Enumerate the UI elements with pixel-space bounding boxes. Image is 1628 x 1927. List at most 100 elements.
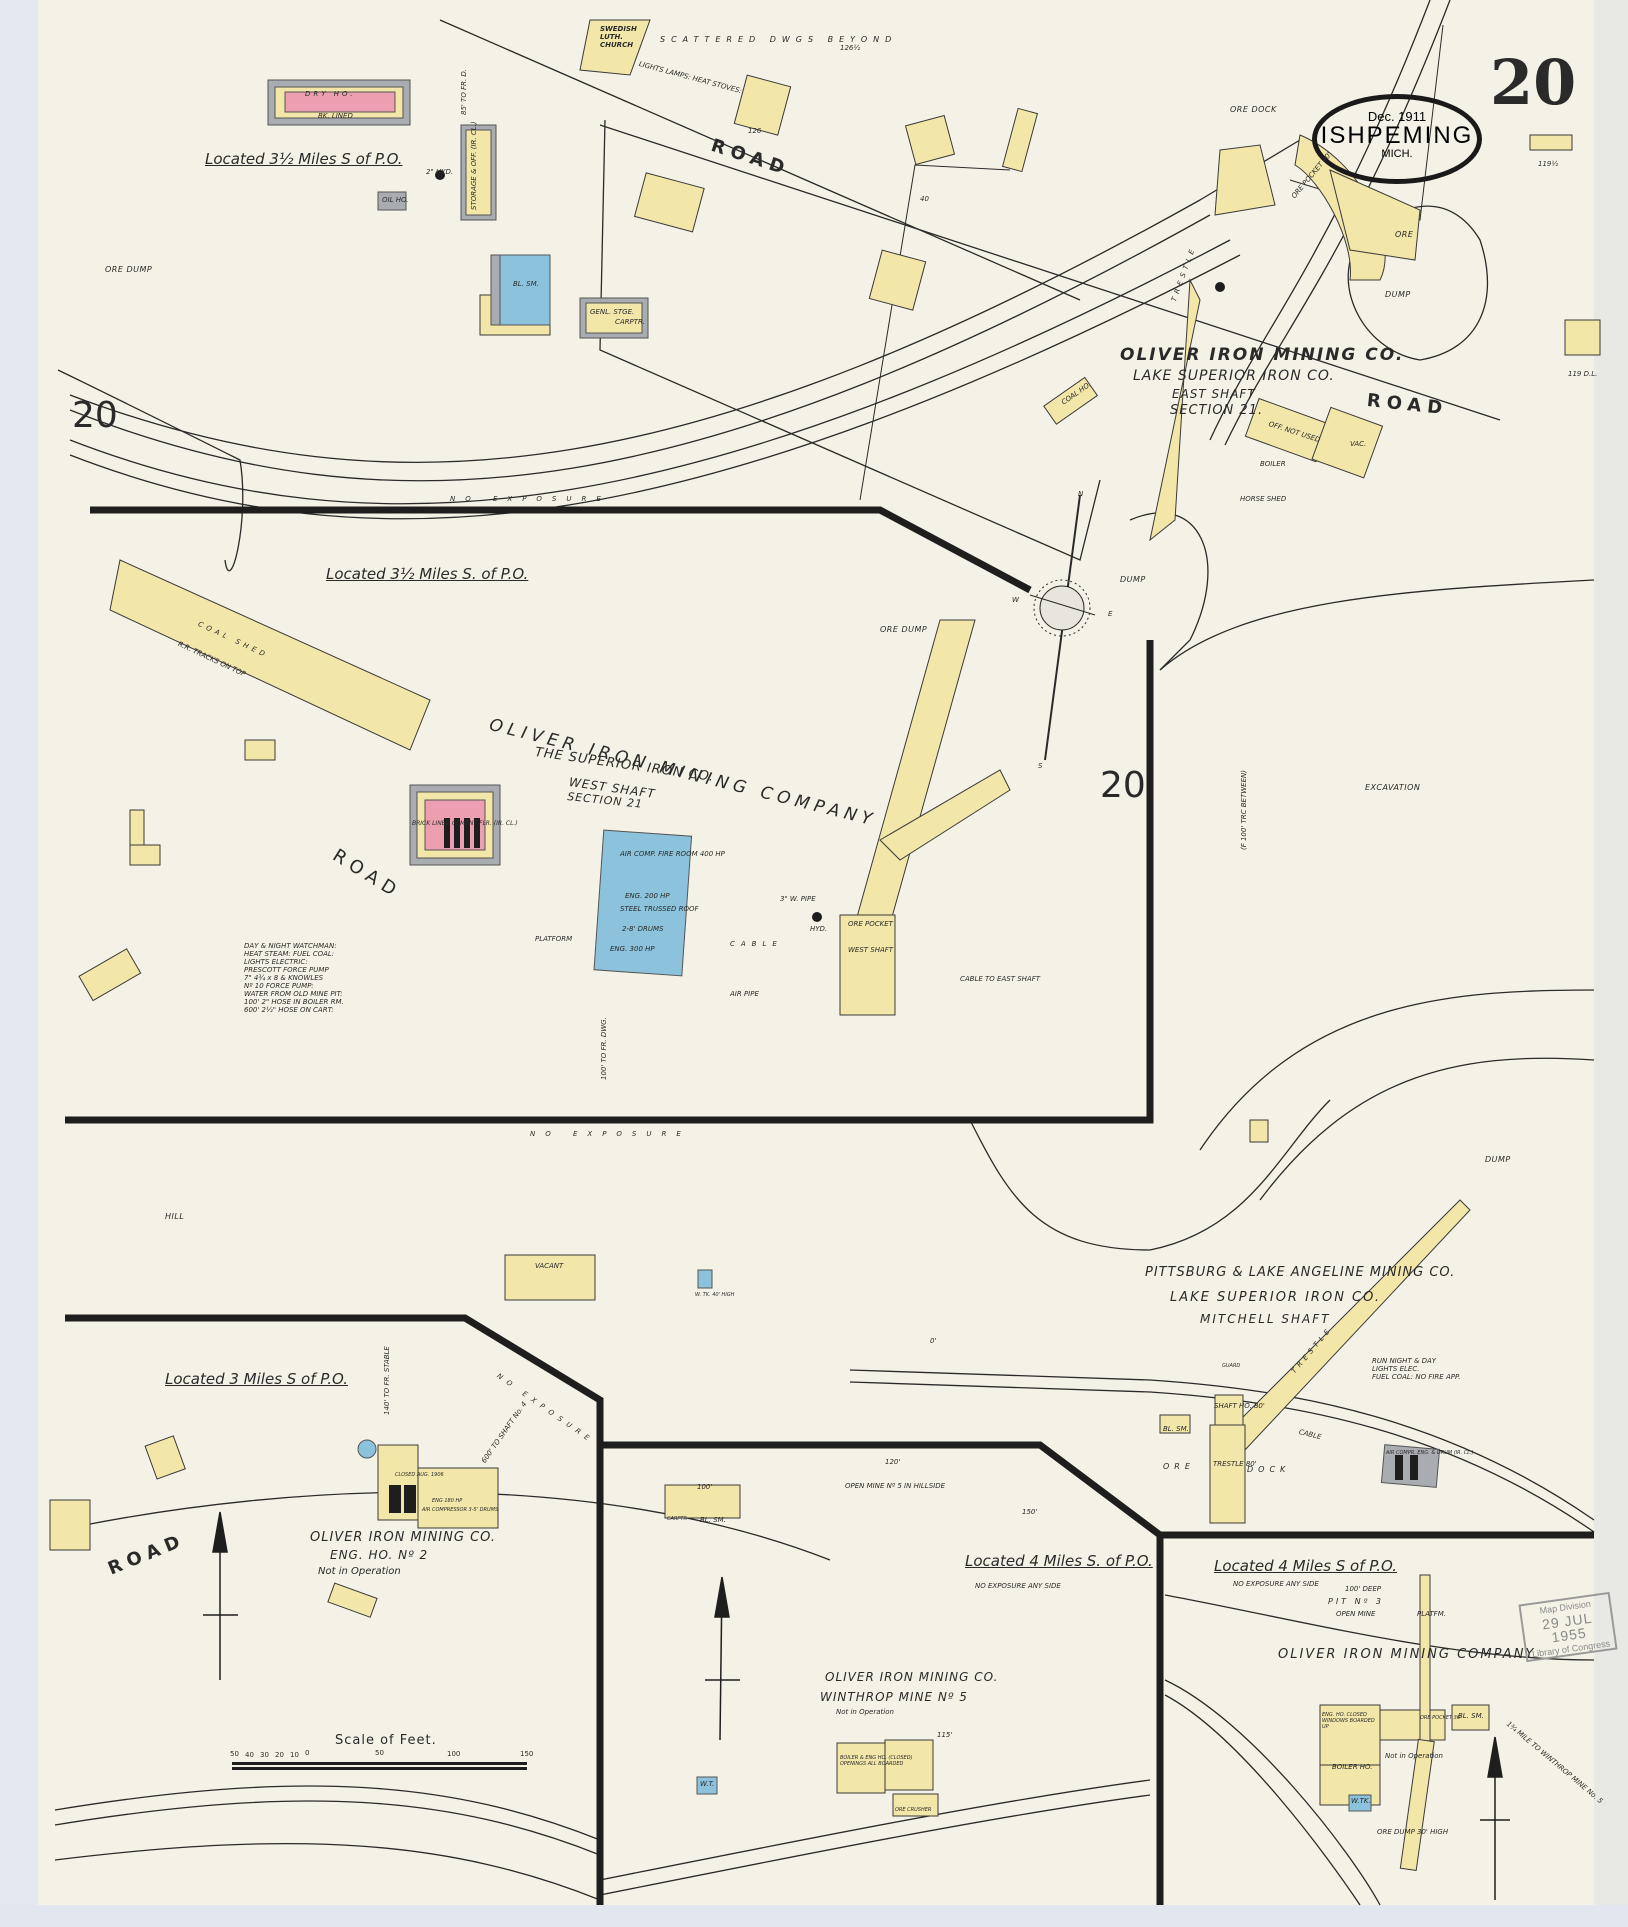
- water-tank-label: W.T.: [700, 1780, 715, 1788]
- no-exposure-note: NO EXPOSURE ANY SIDE: [1233, 1580, 1319, 1588]
- ore-dump-label: ORE DUMP 30' HIGH: [1377, 1828, 1449, 1836]
- scan-edge-right: [1594, 0, 1628, 1905]
- note-line: PRESCOTT FORCE PUMP: [244, 966, 329, 974]
- blacksmith-label: BL. SM.: [513, 280, 539, 288]
- engine-label: ENG. 300 HP: [610, 945, 655, 953]
- scale-tick: 50: [230, 1750, 239, 1758]
- air-compressor-label: AIR COMPRESSOR 3-5' DRUMS: [422, 1507, 499, 1513]
- winthrop-status: Not in Operation: [836, 1708, 894, 1716]
- no-exposure-label: NO EXPOSURE: [450, 495, 611, 503]
- boiler-house-label: BOILER & ENG HO. (CLOSED) OPENINGS ALL B…: [840, 1755, 913, 1767]
- blacksmith-label: BL. SM.: [1458, 1712, 1484, 1720]
- water-tank-label: W. TK. 40' HIGH: [695, 1292, 735, 1298]
- dry-house-label: DRY HO.: [305, 90, 356, 98]
- guard-label: GUARD: [1222, 1363, 1241, 1369]
- elevation-100: 100': [697, 1483, 713, 1491]
- oil-house-label: OIL HO.: [382, 196, 409, 204]
- note-line: LIGHTS ELECTRIC:: [244, 958, 308, 966]
- state-name: MICH.: [1381, 148, 1413, 160]
- scale-title: Scale of Feet.: [335, 1733, 437, 1748]
- compass-south: S: [1038, 762, 1043, 770]
- elevation-115: 115': [937, 1731, 953, 1739]
- eng2-company: OLIVER IRON MINING CO.: [310, 1530, 496, 1545]
- city-name: ISHPEMING: [1320, 122, 1474, 149]
- open-mine-label: OPEN MINE: [1336, 1610, 1376, 1618]
- note-line: FUEL COAL: NO FIRE APP.: [1372, 1373, 1461, 1381]
- distance-note: 100' TO FR. DWG.: [600, 1017, 608, 1080]
- carpenter-label: CARPTR: [667, 1516, 687, 1522]
- note-line: WATER FROM OLD MINE PIT:: [244, 990, 343, 998]
- closed-date-label: CLOSED AUG. 1906: [395, 1472, 444, 1478]
- east-shaft-subcompany: LAKE SUPERIOR IRON CO.: [1133, 368, 1335, 384]
- scattered-dwellings-note: SCATTERED DWGS BEYOND: [660, 35, 898, 44]
- east-shaft-name: EAST SHAFT: [1172, 387, 1256, 401]
- elevation-0: 0': [930, 1337, 937, 1345]
- scale-tick: 50: [375, 1749, 384, 1757]
- note-line: DAY & NIGHT WATCHMAN:: [244, 942, 337, 950]
- platform-label: PLATFORM: [535, 935, 573, 943]
- note-line: 100' 2" HOSE IN BOILER RM.: [244, 998, 344, 1006]
- location-note-winthrop: Located 4 Miles S. of P.O.: [965, 1552, 1153, 1570]
- ore-pocket-label: ORE POCKET 36': [1420, 1715, 1462, 1721]
- cable-label: CABLE: [730, 940, 783, 948]
- excavation-label: EXCAVATION: [1365, 783, 1421, 792]
- boiler-label: BOILER: [1260, 460, 1286, 468]
- engine-label: ENG 180 HP: [432, 1498, 463, 1504]
- ore-label: ORE: [1395, 230, 1414, 239]
- general-storage-label: GENL. STGE.: [590, 308, 635, 316]
- eng2-status: Not in Operation: [318, 1566, 401, 1577]
- dump-label: DUMP: [1120, 575, 1146, 584]
- mitchell-subcompany: LAKE SUPERIOR IRON CO.: [1170, 1290, 1381, 1305]
- water-tank-label: W.TK.: [1351, 1797, 1371, 1805]
- location-note-eng2: Located 3 Miles S of P.O.: [165, 1370, 349, 1388]
- scale-tick: 30: [260, 1751, 269, 1759]
- scale-tick: 20: [275, 1751, 284, 1759]
- west-shaft-notes: DAY & NIGHT WATCHMAN: HEAT STEAM: FUEL C…: [244, 942, 344, 1014]
- street-number: 126: [748, 127, 762, 135]
- vacant-label: VACANT: [535, 1262, 564, 1270]
- shaft-house-label: SHAFT HO. 80': [1214, 1402, 1265, 1410]
- ore-dump-label: ORE DUMP: [880, 625, 928, 634]
- map-sheet: [38, 0, 1594, 1905]
- location-note-top: Located 3½ Miles S of P.O.: [205, 150, 403, 168]
- title-cartouche: Dec. 1911 ISHPEMING MICH.: [1312, 94, 1482, 184]
- hydrant-label: HYD.: [810, 925, 828, 933]
- compass-rose-icon: [1029, 494, 1096, 761]
- hydrant-label: 2" HYD.: [426, 168, 454, 176]
- note-line: 7" 4¾ x 8 & KNOWLES: [244, 974, 324, 982]
- eng2-subname: ENG. HO. Nº 2: [330, 1548, 429, 1562]
- air-compressor-label: AIR COMPR. ENG. & DRUM (IR. CL.): [1386, 1450, 1474, 1456]
- street-number: 119 D.L.: [1568, 370, 1598, 378]
- no-exposure-note: NO EXPOSURE ANY SIDE: [975, 1582, 1061, 1590]
- page-number: 20: [1490, 46, 1577, 119]
- storage-office-label: STORAGE & OFF. (IR. CL.): [470, 121, 478, 210]
- note-line: 600' 2½" HOSE ON CART:: [244, 1006, 334, 1014]
- air-compressor-label: AIR COMP. FIRE ROOM 400 HP: [620, 850, 725, 858]
- boiler-house-label: BRICK LINED CEMENT FLR. (IR. CL.): [412, 820, 518, 827]
- distance-stable-note: 140' TO FR. STABLE: [383, 1346, 391, 1415]
- dump-label: DUMP: [1485, 1155, 1511, 1164]
- compass-west: W: [1012, 596, 1019, 604]
- carpenter-label: CARPTR.: [615, 318, 646, 326]
- winthrop-company: OLIVER IRON MINING CO.: [825, 1670, 999, 1684]
- water-pipe-label: 3" W. PIPE: [780, 895, 816, 903]
- note-line: HEAT STEAM: FUEL COAL:: [244, 950, 335, 958]
- scale-tick: 40: [245, 1751, 254, 1759]
- street-number: 126½: [840, 44, 861, 52]
- mitchell-shaft-name: MITCHELL SHAFT: [1200, 1312, 1331, 1326]
- location-note-west: Located 3½ Miles S. of P.O.: [326, 565, 529, 583]
- key-number-center: 20: [1100, 765, 1146, 806]
- pit3-company: OLIVER IRON MINING COMPANY: [1278, 1647, 1536, 1662]
- east-shaft-section: SECTION 21.: [1170, 403, 1264, 418]
- map-date: Dec. 1911: [1367, 109, 1427, 124]
- elevation-150: 150': [1022, 1508, 1038, 1516]
- open-mine-note: OPEN MINE Nº 5 IN HILLSIDE: [845, 1482, 946, 1490]
- between-note: (F 100' TRC BETWEEN): [1240, 770, 1248, 850]
- roof-label: STEEL TRUSSED ROOF: [620, 905, 699, 913]
- west-shaft-building-label: WEST SHAFT: [848, 946, 894, 954]
- horse-shed-label: HORSE SHED: [1240, 495, 1287, 503]
- scan-edge-bottom: [0, 1905, 1628, 1927]
- ore-dock-label: ORE DOCK: [1230, 105, 1277, 114]
- air-pipe-label: AIR PIPE: [730, 990, 759, 998]
